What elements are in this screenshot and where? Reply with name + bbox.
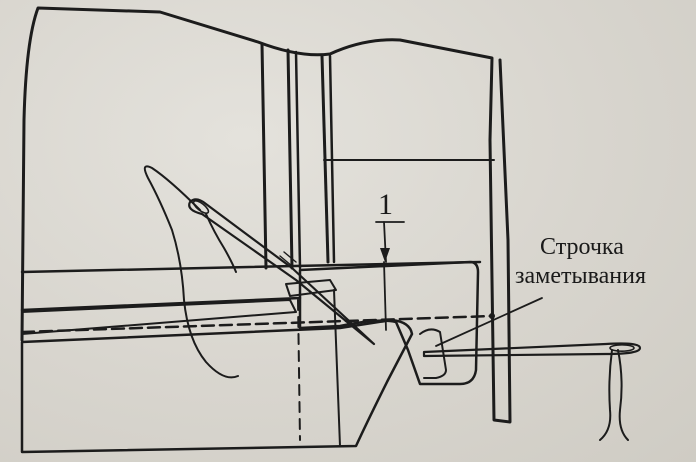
seam-line	[20, 260, 482, 274]
stitch-label-line1: Строчка	[540, 234, 624, 260]
stitch-label-line2: заметывания	[515, 263, 646, 289]
panel-line	[294, 50, 302, 270]
welt-frame	[419, 328, 447, 379]
needle-hatch	[283, 251, 297, 263]
needle-eye	[192, 200, 210, 214]
panel-line	[260, 42, 268, 270]
thread-right	[599, 349, 613, 441]
stitch-label-leader	[435, 297, 543, 347]
needle-right	[422, 342, 642, 358]
callout-leader	[383, 261, 387, 331]
welt-block	[298, 260, 480, 386]
welt-frame	[285, 279, 337, 297]
thread-loop	[205, 213, 237, 273]
needle-hatch	[279, 255, 293, 267]
seam-line	[20, 296, 302, 312]
stitch-end-dot	[489, 313, 495, 319]
needle-left	[188, 198, 376, 346]
thread-loop	[143, 165, 239, 379]
main-fabric-section	[20, 318, 414, 454]
garment-outline	[20, 6, 512, 424]
lining-strip	[21, 299, 297, 335]
basting-stitch-line	[20, 314, 494, 334]
thread-right	[617, 349, 629, 441]
callout-number-label: 1	[378, 188, 393, 221]
welt-frame	[333, 289, 341, 447]
needle-eye	[609, 343, 635, 352]
panel-line	[286, 48, 294, 270]
callout-arrow	[380, 248, 390, 262]
